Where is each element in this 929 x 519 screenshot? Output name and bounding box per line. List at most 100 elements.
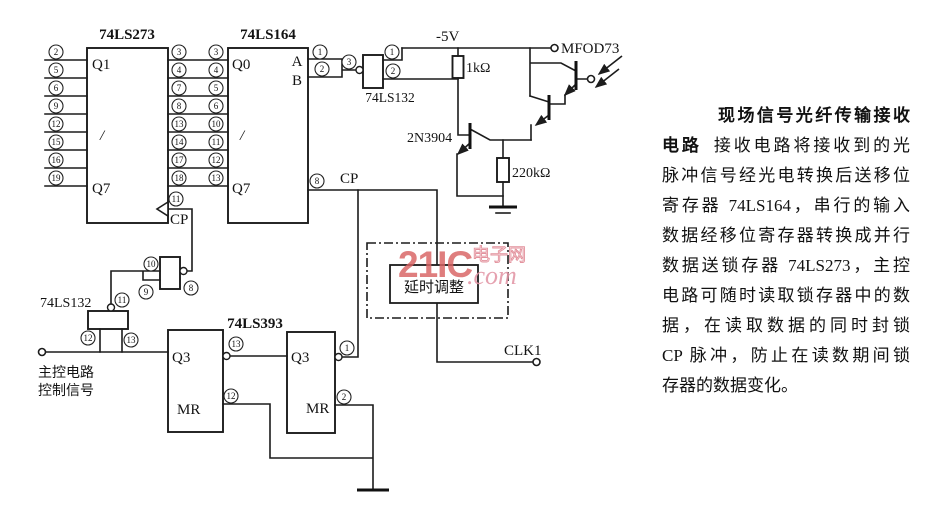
resistor-220k-body — [496, 157, 510, 183]
svg-text:12: 12 — [84, 333, 93, 343]
delay-adjust-label: 延时调整 — [404, 279, 464, 296]
caption-title: 现场信号光纤传输接收 — [718, 106, 910, 125]
control-label-1: 主控电路 — [38, 365, 94, 381]
resistor-1k-body — [451, 55, 465, 79]
svg-text:6: 6 — [54, 83, 59, 93]
svg-text:6: 6 — [214, 101, 219, 111]
r1-value: 1kΩ — [466, 61, 490, 76]
svg-text:9: 9 — [54, 101, 59, 111]
caption-line: 据，在读取数据的同时封锁 — [662, 316, 910, 335]
svg-text:2: 2 — [342, 392, 347, 402]
svg-text:14: 14 — [175, 137, 185, 147]
svg-text:13: 13 — [232, 339, 242, 349]
svg-text:2: 2 — [54, 47, 59, 57]
gate-c-bubble-icon — [106, 303, 116, 312]
caption-line: 数据经移位寄存器转换成并行 — [662, 226, 910, 245]
caption-line: 寄存器 74LS164，串行的输入 — [662, 196, 910, 215]
cp273-label: CP — [170, 212, 188, 228]
caption-line: 脉冲信号经光电转换后送移位 — [662, 166, 910, 185]
svg-text:3: 3 — [177, 47, 182, 57]
q7b-label: Q7 — [232, 181, 251, 197]
svg-text:16: 16 — [52, 155, 62, 165]
caption-line: CP 脉冲，防止在读数期间锁 — [662, 346, 910, 365]
watermark-com: .com — [467, 261, 517, 290]
caption-line: 电路接收电路将接收到的光 — [662, 136, 911, 155]
counter-393-b-box — [286, 331, 336, 434]
svg-text:17: 17 — [175, 155, 185, 165]
caption-line: 存器的数据变化。 — [662, 376, 798, 395]
caption-line: 数据送锁存器 74LS273，主控 — [662, 256, 910, 275]
q3b-label: Q3 — [291, 350, 309, 366]
svg-text:4: 4 — [177, 65, 182, 75]
component-labels: 74LS273 74LS164 Q1 Q7 / Q0 Q7 / CP A B 7… — [38, 27, 619, 418]
a-input-label: A — [292, 54, 303, 70]
caption-line: 电路可随时读取锁存器中的数 — [662, 286, 910, 305]
wires — [44, 47, 588, 492]
svg-text:13: 13 — [212, 173, 222, 183]
gate-74ls132-c-box — [87, 310, 129, 330]
svg-text:19: 19 — [52, 173, 62, 183]
ic-74ls273-box — [86, 47, 169, 224]
ic273-name: 74LS273 — [99, 27, 155, 43]
svg-text:10: 10 — [212, 119, 222, 129]
svg-text:18: 18 — [175, 173, 185, 183]
light-arrows-icon — [594, 55, 623, 88]
svg-text:8: 8 — [315, 176, 320, 186]
svg-text:8: 8 — [177, 101, 182, 111]
svg-text:1: 1 — [318, 47, 323, 57]
svg-text:11: 11 — [172, 194, 181, 204]
svg-text:1: 1 — [345, 343, 350, 353]
light-input-terminal — [586, 74, 596, 84]
svg-text:5: 5 — [54, 65, 59, 75]
clk1-label: CLK1 — [504, 343, 542, 359]
q3a-label: Q3 — [172, 350, 190, 366]
svg-text:5: 5 — [214, 83, 219, 93]
clk1-terminal — [532, 357, 541, 367]
q0-label: Q0 — [232, 57, 250, 73]
svg-text:1: 1 — [390, 47, 395, 57]
ic164-name: 74LS164 — [240, 27, 296, 43]
gate-b-bubble-icon — [179, 266, 188, 276]
svg-text:12: 12 — [52, 119, 61, 129]
svg-text:15: 15 — [52, 137, 62, 147]
gate-74ls132-a-box — [362, 54, 384, 89]
svg-text:8: 8 — [189, 283, 194, 293]
svg-text:13: 13 — [127, 335, 137, 345]
svg-text:12: 12 — [212, 155, 221, 165]
ellipsis-slash: / — [99, 128, 106, 144]
counter-b-bubble-icon — [334, 352, 343, 362]
counter-a-bubble-icon — [222, 351, 231, 361]
delay-adjust-box — [389, 264, 479, 304]
clock-wedge-icon — [155, 200, 169, 218]
transistor-bars — [468, 61, 578, 149]
cp-net-label: CP — [340, 171, 358, 187]
svg-text:2: 2 — [391, 66, 396, 76]
ls393-name: 74LS393 — [227, 316, 283, 332]
supply-label: -5V — [436, 29, 459, 45]
ls132-top-name: 74LS132 — [365, 90, 415, 105]
svg-text:11: 11 — [212, 137, 221, 147]
q7a-label: Q7 — [92, 181, 111, 197]
delay-module-dashed-box — [366, 242, 509, 319]
pin-badges: 2 5 6 9 12 15 16 19 3 4 7 8 13 14 17 18 … — [48, 44, 401, 405]
control-input-terminal — [37, 347, 47, 357]
control-label-2: 控制信号 — [38, 383, 94, 399]
q1-label: Q1 — [92, 57, 110, 73]
counter-393-a-box — [167, 329, 224, 433]
caption-lead: 电路 — [662, 136, 702, 155]
svg-text:10: 10 — [147, 259, 157, 269]
transistor-name: 2N3904 — [407, 131, 452, 146]
caption: 现场信号光纤传输接收 电路接收电路将接收到的光 脉冲信号经光电转换后送移位 寄存… — [662, 101, 910, 401]
mrb-label: MR — [306, 401, 329, 417]
svg-text:11: 11 — [118, 295, 127, 305]
svg-text:3: 3 — [347, 57, 352, 67]
svg-text:12: 12 — [227, 391, 236, 401]
watermark-brand: 21IC — [398, 244, 472, 285]
gate-a-bubble-icon — [355, 65, 364, 75]
svg-text:4: 4 — [214, 65, 219, 75]
ls132-left-name: 74LS132 — [40, 296, 91, 311]
watermark: 21IC 电子网 .com — [398, 244, 526, 290]
b-input-label: B — [292, 73, 302, 89]
